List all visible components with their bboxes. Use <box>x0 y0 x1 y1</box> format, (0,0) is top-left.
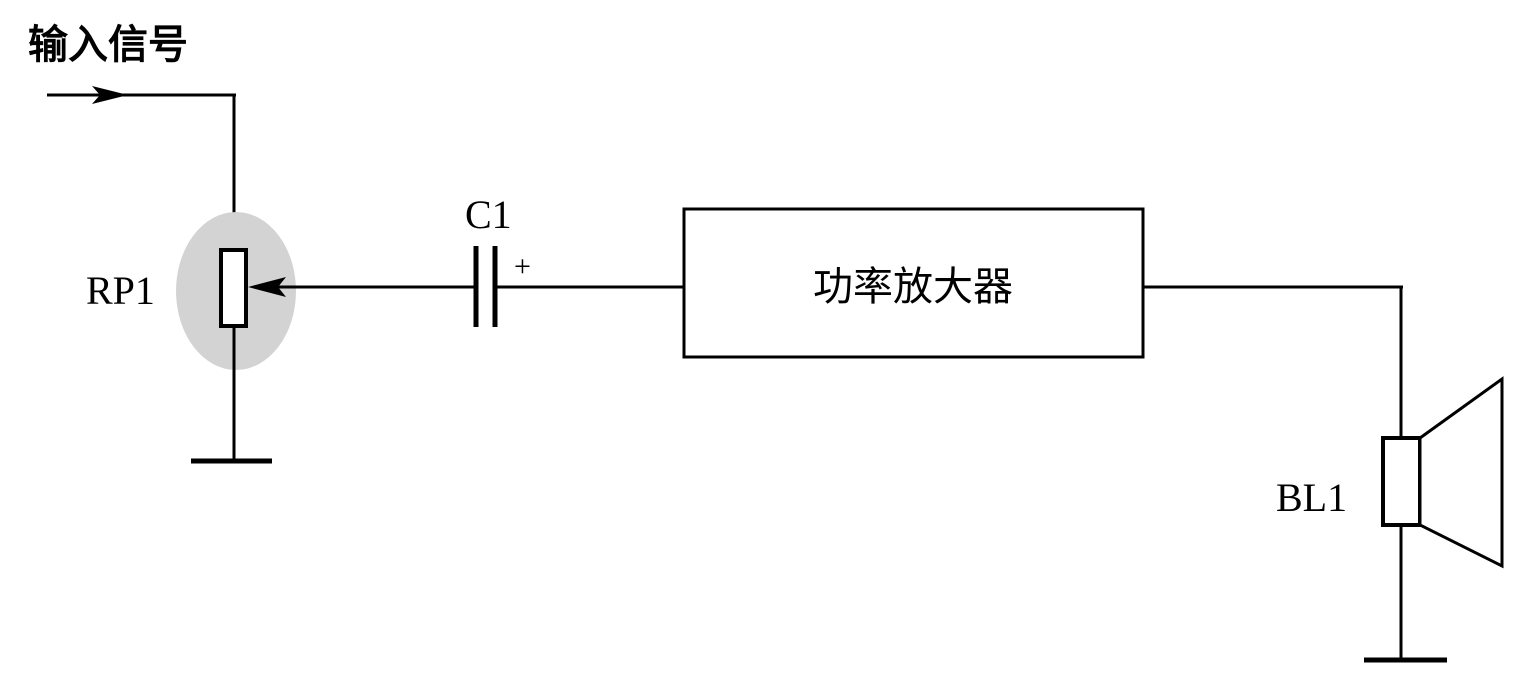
potentiometer-label: RP1 <box>86 268 155 313</box>
capacitor-c1 <box>473 246 684 327</box>
power-amplifier-label: 功率放大器 <box>813 264 1013 310</box>
input-signal-label: 输入信号 <box>28 22 188 68</box>
capacitor-polarity: + <box>514 250 531 283</box>
output-wire <box>1143 285 1403 438</box>
speaker-bl1 <box>1381 376 1504 660</box>
power-amplifier-block <box>682 207 1145 359</box>
potentiometer-wiper <box>248 277 474 297</box>
capacitor-label: C1 <box>465 192 512 237</box>
potentiometer-rp1 <box>219 248 248 461</box>
speaker-label: BL1 <box>1276 475 1347 520</box>
